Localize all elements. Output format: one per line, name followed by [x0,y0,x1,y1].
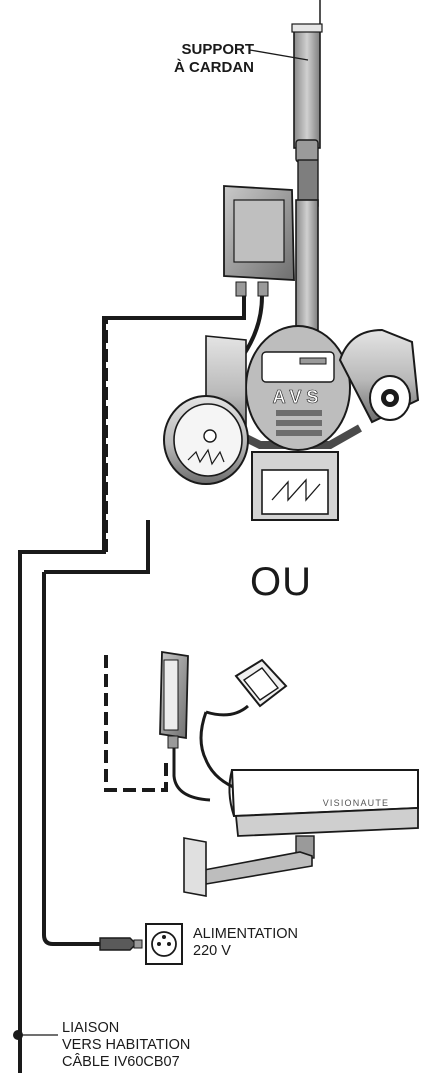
power-box [223,185,295,362]
power-label: ALIMENTATION 220 V [193,926,298,960]
power-label-line2: 220 V [193,943,231,959]
monitor [251,451,339,521]
support-label: SUPPORT À CARDAN [94,41,254,77]
power-adapter [159,650,211,802]
avs-camera-unit: AVS [163,325,420,521]
power-label-line1: ALIMENTATION [193,926,298,942]
link-label-line3: CÂBLE IV60CB07 [62,1054,180,1070]
camera [338,328,420,424]
plug-icon [99,937,137,951]
link-label-line2: VERS HABITATION [62,1037,191,1053]
gimbal-support [249,0,323,331]
power-cable [42,520,150,946]
visionaute-camera: VISIONAUTE [183,769,419,897]
support-label-line1: SUPPORT [181,41,254,58]
alt-dashed-cable [104,290,246,792]
wall-outlet [99,923,183,965]
spotlight [163,335,249,485]
spotlight-small [199,658,288,792]
link-label-line1: LIAISON [62,1020,120,1036]
brand-label: VISIONAUTE [323,798,390,808]
support-label-leader [249,49,309,61]
link-label: LIAISON VERS HABITATION CÂBLE IV60CB07 [62,1020,190,1071]
avs-logo: AVS [273,387,324,407]
support-label-line2: À CARDAN [174,59,254,76]
or-label: OU [250,560,312,604]
